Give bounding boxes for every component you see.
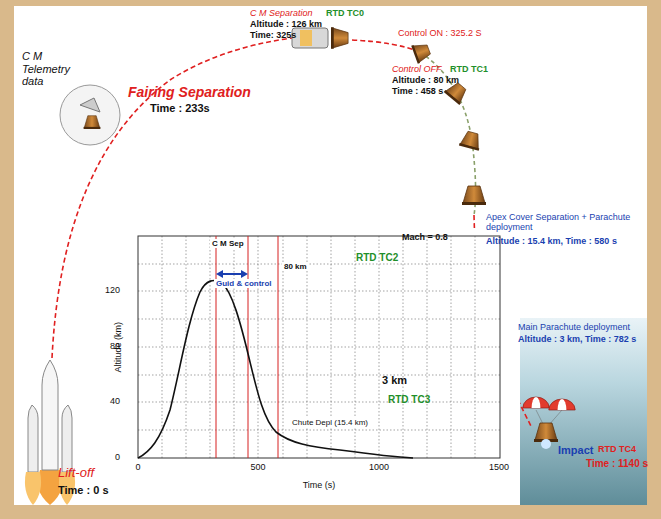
chart-annotation: Chute Depl (15.4 km) (290, 418, 370, 427)
event-altitude: Altitude : 126 km (250, 19, 322, 29)
event-altitude: Altitude : 80 km (392, 75, 459, 85)
event-title: Control OFF (392, 64, 442, 74)
mach-label: Mach = 0.8 (402, 232, 448, 242)
event-time: Time : 233s (150, 102, 210, 115)
telecommand-label: RTD TC2 (356, 252, 398, 264)
telecommand-label: RTD TC1 (450, 64, 488, 74)
event-time: Time : 1140 s (586, 458, 648, 470)
event-time: Time: 325s (250, 30, 296, 40)
axis-tick: 1000 (369, 462, 389, 472)
event-time: Time : 0 s (58, 484, 109, 497)
event-title: Apex Cover Separation + Parachute deploy… (486, 212, 636, 233)
chart-annotation: C M Sep (210, 239, 246, 248)
event-title: C M Separation (250, 8, 313, 18)
axis-tick: 0 (115, 452, 120, 462)
event-title: Lift-off (58, 466, 94, 481)
event-title: Main Parachute deployment (518, 322, 630, 332)
axis-title: Altitude (km) (113, 322, 123, 373)
axis-tick: 1500 (489, 462, 509, 472)
telecommand-label: RTD TC4 (598, 444, 636, 454)
event-title: Fairing Separation (128, 84, 251, 100)
chart-annotation: Guid & control (214, 279, 274, 288)
telecommand-label: RTD TC3 (388, 394, 430, 406)
axis-tick: 0 (135, 462, 140, 472)
rocket (25, 360, 75, 505)
axis-tick: 40 (110, 396, 120, 406)
event-title: Impact (558, 444, 593, 457)
event-time: Time : 458 s (392, 86, 443, 96)
event-title: Control ON : 325.2 S (398, 28, 482, 38)
annotation: C M Telemetry data (22, 50, 88, 88)
altitude-marker: 3 km (382, 374, 407, 387)
axis-tick: 120 (105, 285, 120, 295)
event-altitude: Altitude : 3 km, Time : 782 s (518, 334, 636, 344)
telecommand-label: RTD TC0 (326, 8, 364, 18)
chart-annotation: 80 km (282, 262, 309, 271)
axis-title: Time (s) (303, 480, 336, 490)
event-altitude: Altitude : 15.4 km, Time : 580 s (486, 236, 617, 246)
axis-tick: 500 (250, 462, 265, 472)
